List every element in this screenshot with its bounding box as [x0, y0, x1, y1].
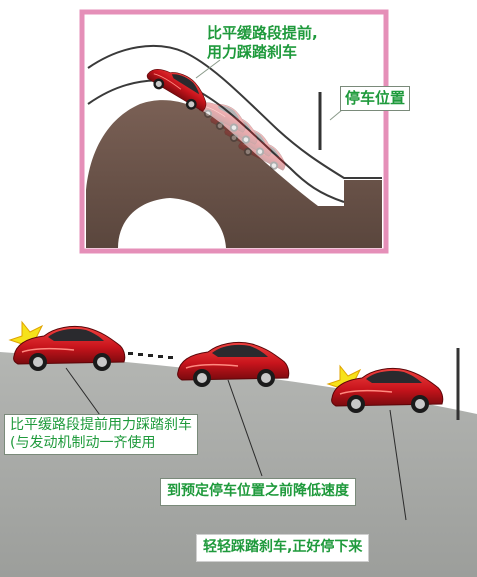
label-text: 停车位置 — [345, 89, 406, 107]
label-brake-early-bottom: 比平缓路段提前用力踩踏刹车 (与发动机制动一齐使用 — [4, 414, 198, 455]
label-text: 到预定停车位置之前降低速度 — [167, 483, 349, 499]
label-brake-early-top: 比平缓路段提前, 用力踩踏刹车 — [207, 24, 318, 62]
leader-line — [227, 379, 263, 477]
bottom-scene — [0, 320, 477, 577]
tunnel-arch — [118, 198, 226, 248]
label-line: (与发动机制动一齐使用 — [10, 434, 156, 451]
label-slow-down: 到预定停车位置之前降低速度 — [160, 478, 356, 506]
label-text: 轻轻踩踏刹车,正好停下来 — [203, 539, 363, 555]
road-edge-outer — [87, 44, 382, 179]
label-line: 比平缓路段提前用力踩踏刹车 — [10, 417, 192, 433]
leader-line — [389, 409, 407, 521]
brake-leader-line — [195, 59, 221, 79]
label-line: 比平缓路段提前, — [207, 24, 318, 42]
label-line: 用力踩踏刹车 — [207, 42, 298, 61]
label-gentle-brake: 轻轻踩踏刹车,正好停下来 — [196, 534, 370, 562]
top-scene — [79, 9, 389, 254]
label-stop-position: 停车位置 — [340, 86, 411, 111]
leader-line — [65, 367, 103, 419]
motion-dots — [128, 352, 173, 359]
stop-leader-line — [329, 109, 343, 121]
